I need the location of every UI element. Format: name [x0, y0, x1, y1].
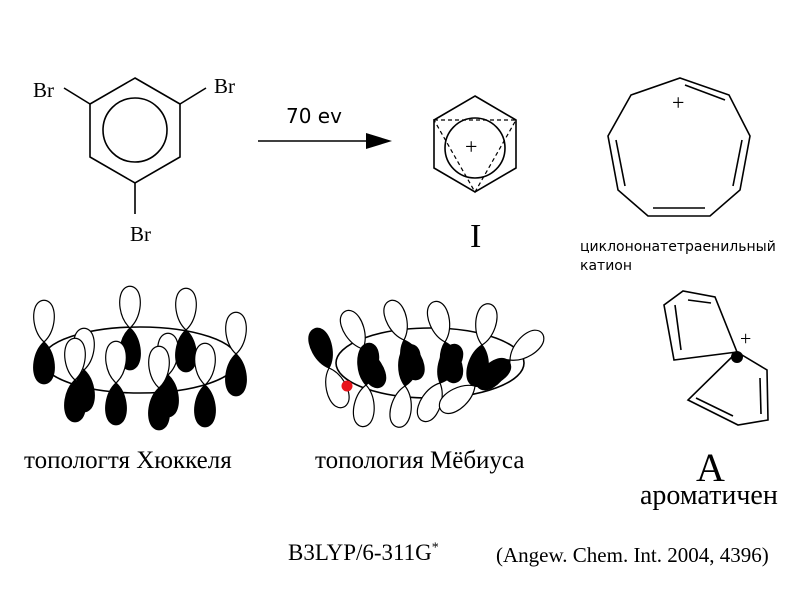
huckel-orbital-front-0-lobe-b: [64, 379, 86, 423]
method-text: B3LYP/6-311G: [288, 540, 432, 565]
huckel-orbital-front-3-lobe-b: [194, 384, 216, 428]
mobius-orbital-3-lobe-a: [426, 300, 451, 343]
aromatic-circle: [102, 97, 168, 163]
huckel-orbital-front-2-lobe-a: [148, 345, 170, 389]
arrow-label: 70 ev: [286, 104, 342, 128]
method-label: B3LYP/6-311G*: [288, 540, 439, 566]
mobius-orbital-front-0-lobe-b: [352, 384, 375, 428]
huckel-orbital-front-2-lobe-b: [148, 387, 170, 431]
huckel-orbital-system: [33, 285, 247, 431]
mobius-orbital-0-lobe-a: [308, 327, 333, 369]
mobius-orbital-2-lobe-a: [383, 299, 408, 341]
mobius-orbital-1-lobe-a: [339, 309, 366, 350]
mobius-orbital-5-lobe-a: [509, 329, 545, 361]
huckel-orbital-5-lobe-b: [225, 353, 247, 397]
ring-charge: +: [672, 90, 685, 115]
huckel-orbital-2-lobe-a: [119, 285, 141, 329]
mobius-orbital-front-1-lobe-b: [389, 385, 412, 428]
mobius-orbital-front-1-lobe-a: [398, 344, 421, 387]
huckel-orbital-front-1-lobe-a: [105, 340, 127, 384]
spiro-charge: +: [740, 328, 752, 350]
mobius-orbital-system: [308, 299, 545, 428]
huckel-orbital-front-3-lobe-a: [194, 342, 216, 386]
ring-caption-line2: катион: [580, 258, 633, 274]
cyclononatetraenyl-ring: [607, 77, 751, 217]
bond-br-top-right: [179, 87, 207, 105]
mobius-orbital-front-3-lobe-a: [474, 357, 512, 388]
br-bottom: Br: [130, 222, 151, 246]
huckel-orbital-4-lobe-a: [175, 287, 197, 331]
mobius-orbital-4-lobe-a: [475, 303, 498, 346]
huckel-orbital-front-0-lobe-a: [64, 337, 86, 381]
reaction-arrow: [258, 133, 392, 149]
spiro-center-atom: [731, 351, 743, 363]
mobius-caption: топология Мёбиуса: [315, 447, 525, 474]
br-top-right: Br: [214, 74, 235, 98]
ring-caption-line1: циклононатетраенильный: [580, 239, 776, 255]
huckel-orbital-5-lobe-a: [225, 311, 247, 355]
spiro-cation: [663, 290, 769, 426]
product-circle: [444, 117, 506, 179]
product-charge: +: [465, 134, 478, 159]
huckel-orbital-0-lobe-a: [33, 299, 55, 343]
spiro-label: A: [696, 445, 725, 490]
huckel-orbital-4-lobe-b: [175, 329, 197, 373]
product-cation: [432, 95, 518, 194]
mobius-orbital-front-0-lobe-a: [357, 342, 380, 386]
bond-br-top-left: [63, 87, 91, 105]
mobius-orbital-front-3-lobe-b: [438, 384, 476, 415]
product-triangle: [432, 119, 518, 194]
mobius-orbital-front-2-lobe-a: [437, 343, 464, 384]
method-superscript: *: [431, 540, 439, 556]
huckel-orbital-front-1-lobe-b: [105, 382, 127, 426]
mobius-twist-marker: [341, 380, 353, 392]
reference-label: (Angew. Chem. Int. 2004, 4396): [496, 543, 769, 567]
huckel-caption: топологтя Хюккеля: [24, 447, 232, 474]
spiro-caption: ароматичен: [640, 480, 778, 511]
huckel-orbital-0-lobe-b: [33, 341, 55, 385]
br-top-left: Br: [33, 78, 54, 102]
tribromobenzene: [63, 77, 207, 214]
product-label: I: [470, 218, 482, 255]
